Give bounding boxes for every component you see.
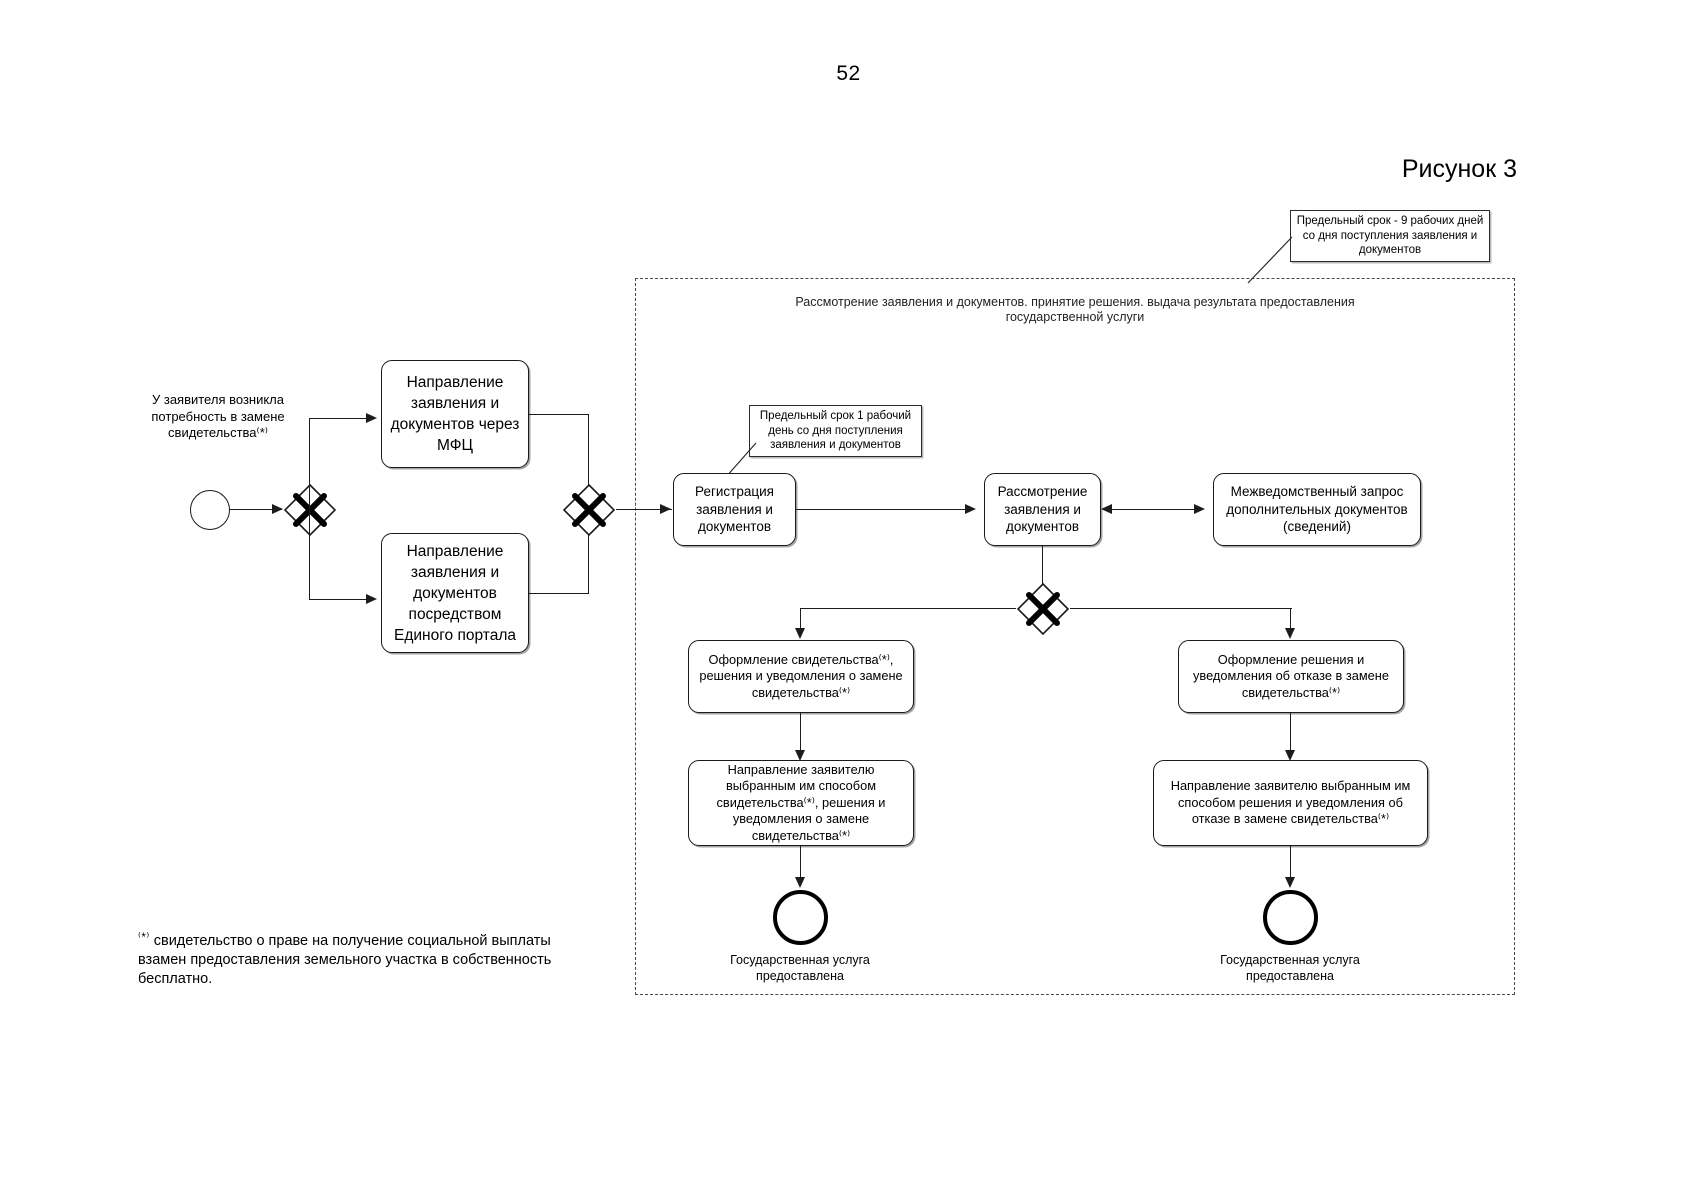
connector-registration-to-review xyxy=(796,509,972,511)
task-interagency-request: Межведомственный запрос дополнительных д… xyxy=(1213,473,1421,546)
start-event-caption: У заявителя возникла потребность в замен… xyxy=(151,392,285,440)
arrowhead xyxy=(965,504,976,514)
arrowhead xyxy=(1284,877,1295,888)
connector-review-interagency xyxy=(1107,509,1203,511)
connector-gateway2-to-registration xyxy=(616,509,672,511)
start-event xyxy=(190,490,230,530)
arrowhead xyxy=(794,628,805,639)
arrowhead xyxy=(1101,504,1112,514)
connector-portal-to-gateway2 xyxy=(529,593,589,595)
connector-start-to-gateway1 xyxy=(230,509,282,511)
connector-mfc-down xyxy=(588,414,590,510)
connector-gateway1-to-mfc xyxy=(309,418,372,420)
task-issue-certificate: Оформление свидетельства⁽*⁾, решения и у… xyxy=(688,640,914,713)
task-registration: Регистрация заявления и документов xyxy=(673,473,796,546)
gateway-merge-channel xyxy=(562,483,616,537)
note-leader-line-9-days xyxy=(1247,236,1293,284)
end-event-right-label: Государственная услуга предоставлена xyxy=(1220,953,1360,983)
note-deadline-1-day: Предельный срок 1 рабочий день со дня по… xyxy=(749,405,922,457)
connector-gateway3-left xyxy=(800,608,1016,610)
arrowhead xyxy=(366,593,377,604)
footnote-text: свидетельство о праве на получение социа… xyxy=(138,933,552,988)
task-review: Рассмотрение заявления и документов xyxy=(984,473,1101,546)
connector-portal-up xyxy=(588,509,590,594)
connector-gateway1-to-portal xyxy=(309,599,372,601)
connector-gateway3-right xyxy=(1070,608,1292,610)
connector-gateway1-down xyxy=(309,509,311,600)
task-send-via-portal: Направление заявления и документов посре… xyxy=(381,533,529,653)
end-event-left xyxy=(773,890,828,945)
page-number: 52 xyxy=(836,62,861,85)
connector-review-to-gateway3 xyxy=(1042,546,1044,588)
connector-gateway1-up xyxy=(309,418,311,510)
arrowhead xyxy=(272,504,283,514)
connector-gateway3-left-down xyxy=(800,608,802,635)
gateway-decision-outcome xyxy=(1016,582,1070,636)
end-event-left-label: Государственная услуга предоставлена xyxy=(730,953,870,983)
arrowhead xyxy=(1284,750,1295,761)
connector-deliver-to-end-left xyxy=(800,846,802,884)
arrowhead xyxy=(1194,504,1205,514)
end-event-right xyxy=(1263,890,1318,945)
connector-issue-to-deliver-left xyxy=(800,713,802,757)
task-deliver-refusal: Направление заявителю выбранным им спосо… xyxy=(1153,760,1428,846)
pool-title: Рассмотрение заявления и документов. при… xyxy=(795,295,1355,324)
process-pool xyxy=(635,278,1515,995)
connector-deliver-to-end-right xyxy=(1290,846,1292,884)
task-send-via-mfc: Направление заявления и документов через… xyxy=(381,360,529,468)
footnote: ⁽*⁾ свидетельство о праве на получение с… xyxy=(138,928,568,989)
arrowhead xyxy=(1284,628,1295,639)
arrowhead xyxy=(660,504,671,514)
task-issue-refusal: Оформление решения и уведомления об отка… xyxy=(1178,640,1404,713)
figure-title: Рисунок 3 xyxy=(1401,155,1517,183)
footnote-marker: ⁽*⁾ xyxy=(138,931,150,944)
connector-issue-to-deliver-right xyxy=(1290,713,1292,757)
note-deadline-9-days: Предельный срок - 9 рабочих дней со дня … xyxy=(1290,210,1490,262)
arrowhead xyxy=(794,750,805,761)
task-deliver-certificate: Направление заявителю выбранным им спосо… xyxy=(688,760,914,846)
arrowhead xyxy=(794,877,805,888)
arrowhead xyxy=(366,412,377,423)
connector-mfc-to-gateway2 xyxy=(529,414,589,416)
connector-gateway3-right-down xyxy=(1290,608,1292,635)
